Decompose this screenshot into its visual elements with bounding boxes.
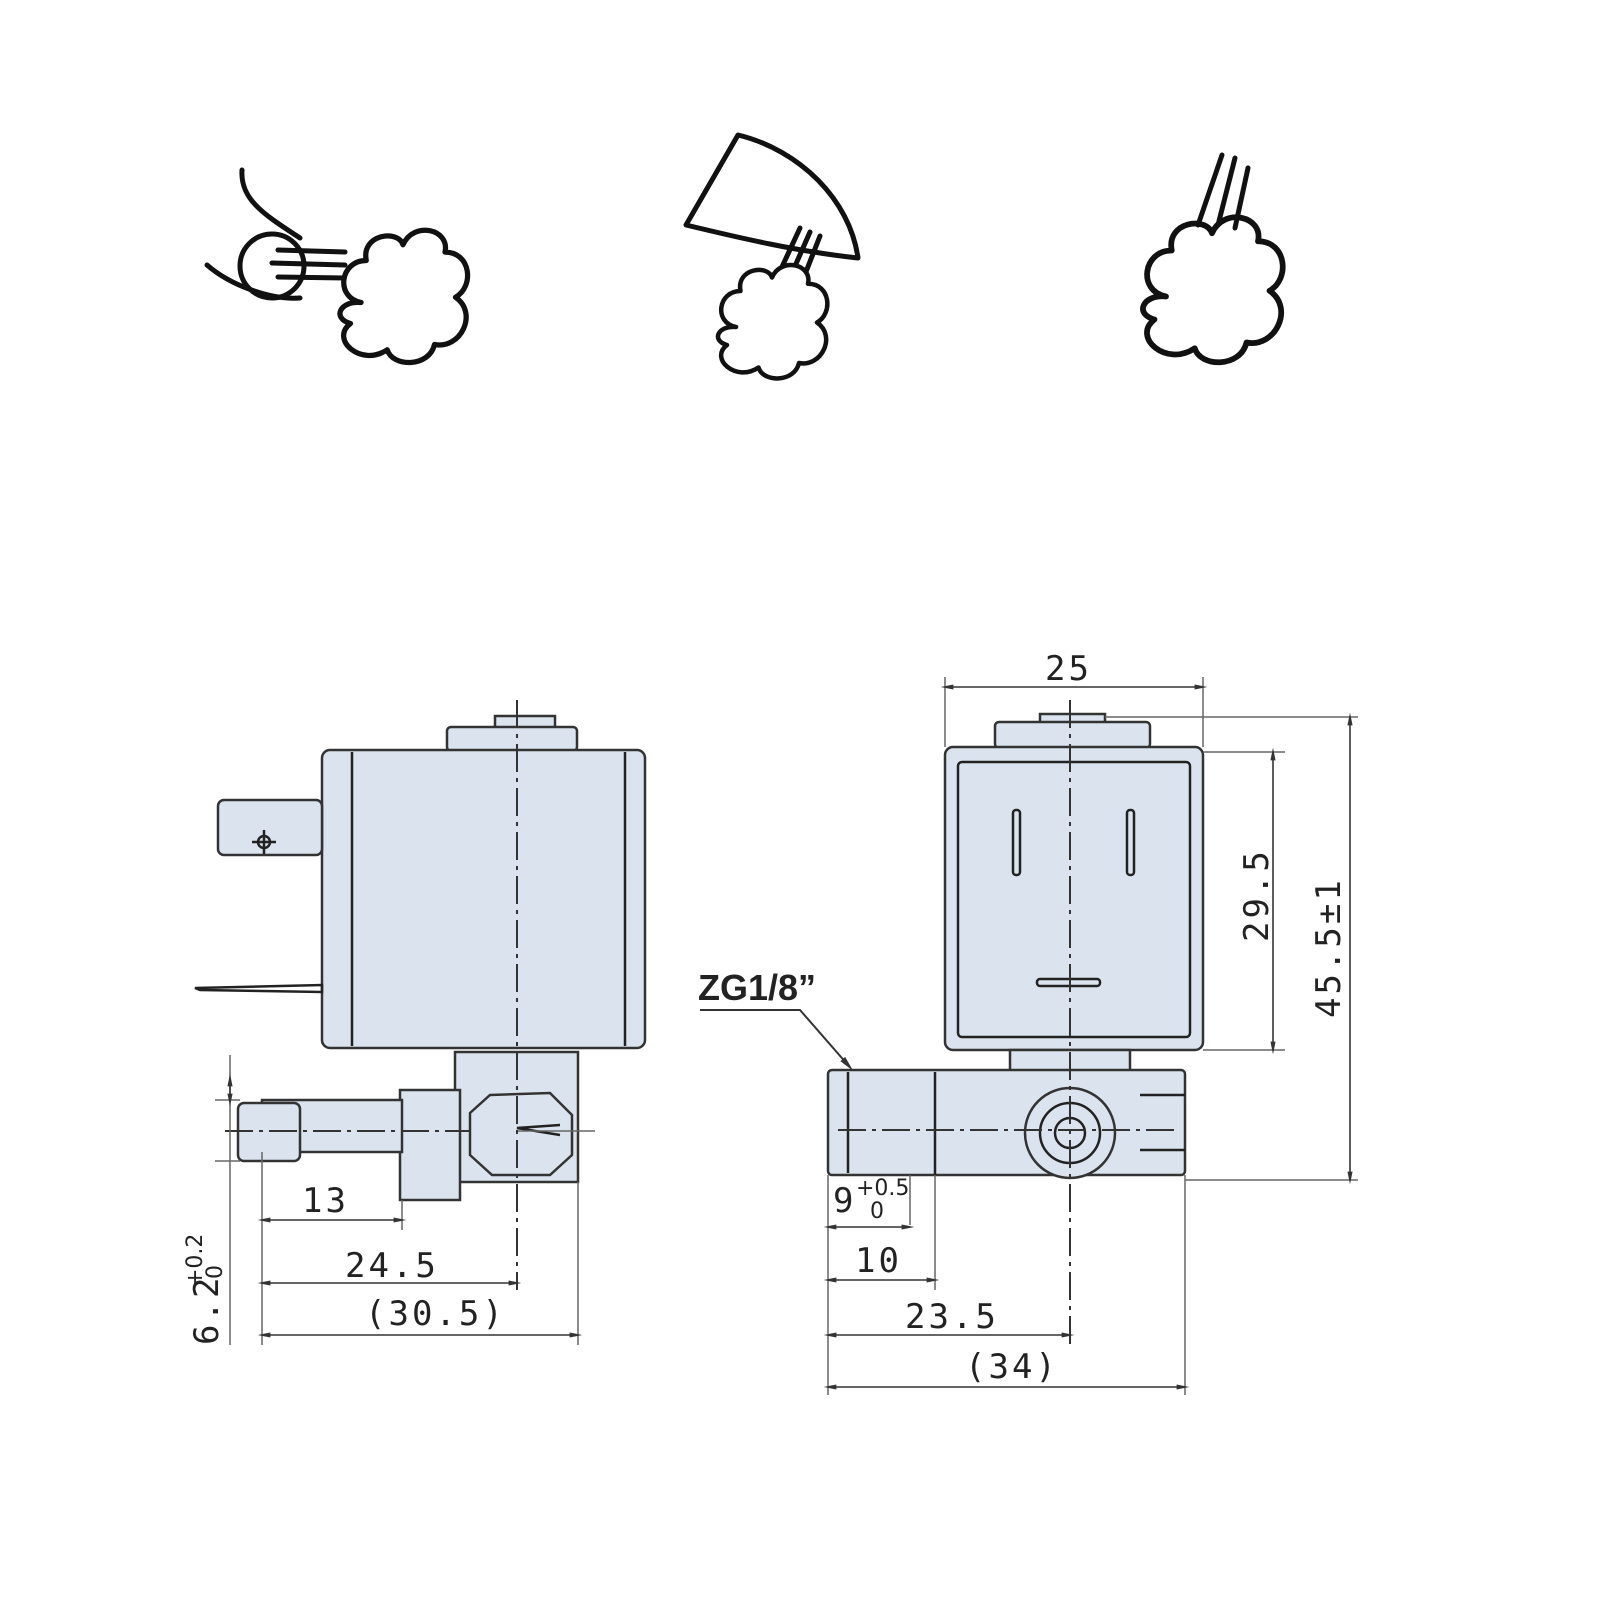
dim-9-tol-upper: +0.5 [856,1176,909,1201]
dim-30-5: (30.5) [365,1294,506,1334]
terminal-slot [1011,808,1022,877]
dim-9-tol-lower: 0 [870,1199,884,1224]
ground-slot [1035,977,1102,988]
dim-25: 25 [1045,649,1092,689]
dim-6-2-tol-upper: +0.2 [183,1234,208,1287]
dim-45-5: 45.5±1 [1309,877,1349,1018]
dim-9: 9 [833,1181,856,1221]
blow-dry-icon [204,167,468,363]
dim-34: (34) [965,1347,1059,1387]
steam-jet-icon [1143,152,1283,362]
dim-13: 13 [302,1181,349,1221]
dim-6-2-tol-lower: 0 [203,1265,228,1279]
crosshair-icon [252,830,276,854]
thread-label: ZG1/8” [698,967,816,1008]
front-view: 25 29.5 45.5±1 ZG1/8” 9 +0.5 0 10 23.5 (… [698,649,1358,1395]
dim-24-5: 24.5 [345,1246,439,1286]
spray-nozzle-icon [683,132,861,378]
dim-6-2: 6.2 [187,1275,227,1345]
spade-terminal [216,798,324,857]
nut [468,1091,574,1177]
pin-terminal [194,983,324,994]
dim-23-5: 23.5 [905,1297,999,1337]
terminal-slot [1125,808,1136,877]
dim-10: 10 [855,1241,902,1281]
side-view: 13 24.5 (30.5) 6.2 +0.2 0 [183,700,647,1345]
dim-29-5: 29.5 [1237,848,1277,942]
